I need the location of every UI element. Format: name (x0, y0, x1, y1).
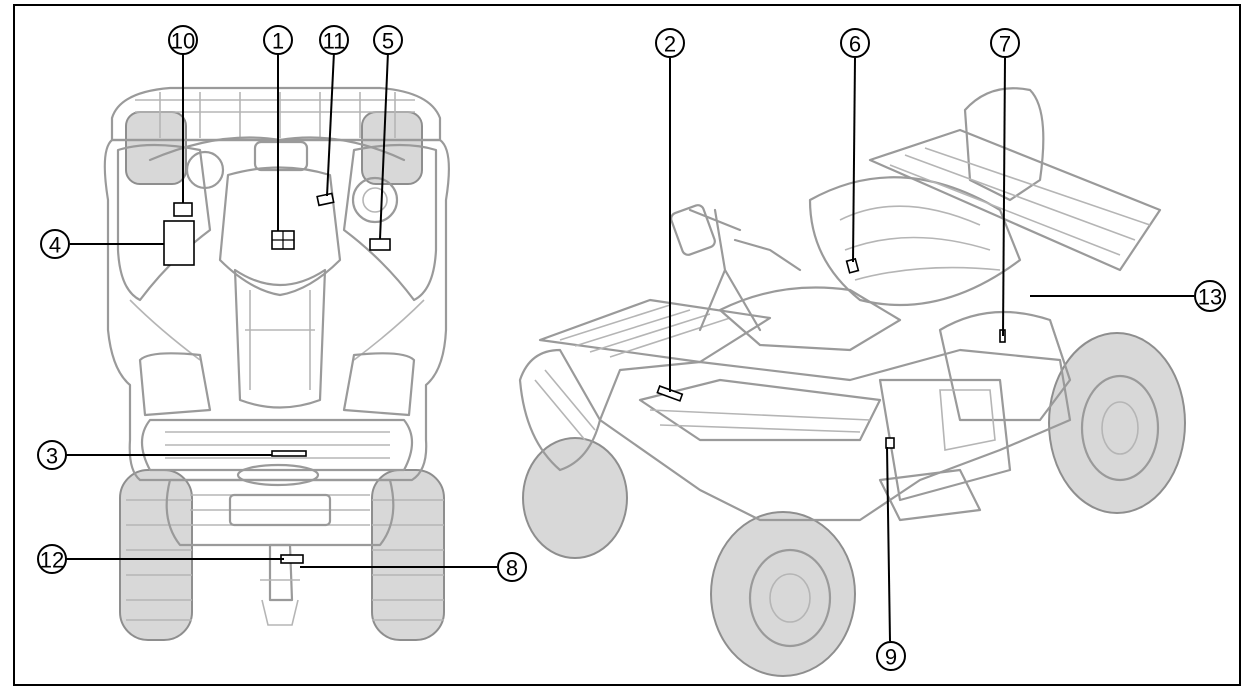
svg-text:11: 11 (323, 29, 346, 54)
svg-text:2: 2 (664, 32, 676, 57)
callout-6: 6 (840, 28, 870, 58)
callout-10: 10 (168, 25, 198, 55)
callout-7: 7 (990, 28, 1020, 58)
svg-text:9: 9 (885, 645, 897, 670)
svg-text:10: 10 (171, 29, 195, 54)
svg-text:4: 4 (49, 233, 61, 258)
callout-12: 12 (37, 544, 67, 574)
callout-1: 1 (263, 25, 293, 55)
callout-5: 5 (373, 25, 403, 55)
callout-8: 8 (497, 552, 527, 582)
atv-top-view-drawing (103, 86, 450, 641)
svg-text:8: 8 (506, 556, 518, 581)
callout-4: 4 (40, 229, 70, 259)
label-box-5 (369, 238, 391, 251)
svg-text:1: 1 (272, 29, 284, 54)
label-box-3 (271, 450, 307, 457)
svg-text:12: 12 (40, 548, 64, 573)
svg-text:5: 5 (382, 29, 394, 54)
label-box-12-8 (280, 554, 304, 564)
leader-lines (62, 51, 1194, 642)
label-box-10 (173, 202, 193, 217)
label-mark-2 (656, 385, 684, 402)
callout-13: 13 (1194, 280, 1226, 312)
label-box-4 (163, 220, 195, 266)
callout-3: 3 (37, 440, 67, 470)
label-mark-6 (845, 257, 860, 274)
svg-text:6: 6 (849, 32, 861, 57)
label-mark-9 (885, 437, 895, 449)
diagram-frame (13, 4, 1241, 686)
callout-9: 9 (876, 641, 906, 671)
atv-perspective-view-drawing (518, 87, 1186, 677)
callout-2: 2 (655, 28, 685, 58)
callouts: 10 1 11 5 4 3 12 8 (37, 25, 1226, 671)
svg-text:3: 3 (46, 444, 58, 469)
callout-11: 11 (319, 25, 349, 55)
svg-text:7: 7 (999, 32, 1011, 57)
svg-text:13: 13 (1198, 285, 1222, 310)
label-box-11 (316, 192, 335, 207)
